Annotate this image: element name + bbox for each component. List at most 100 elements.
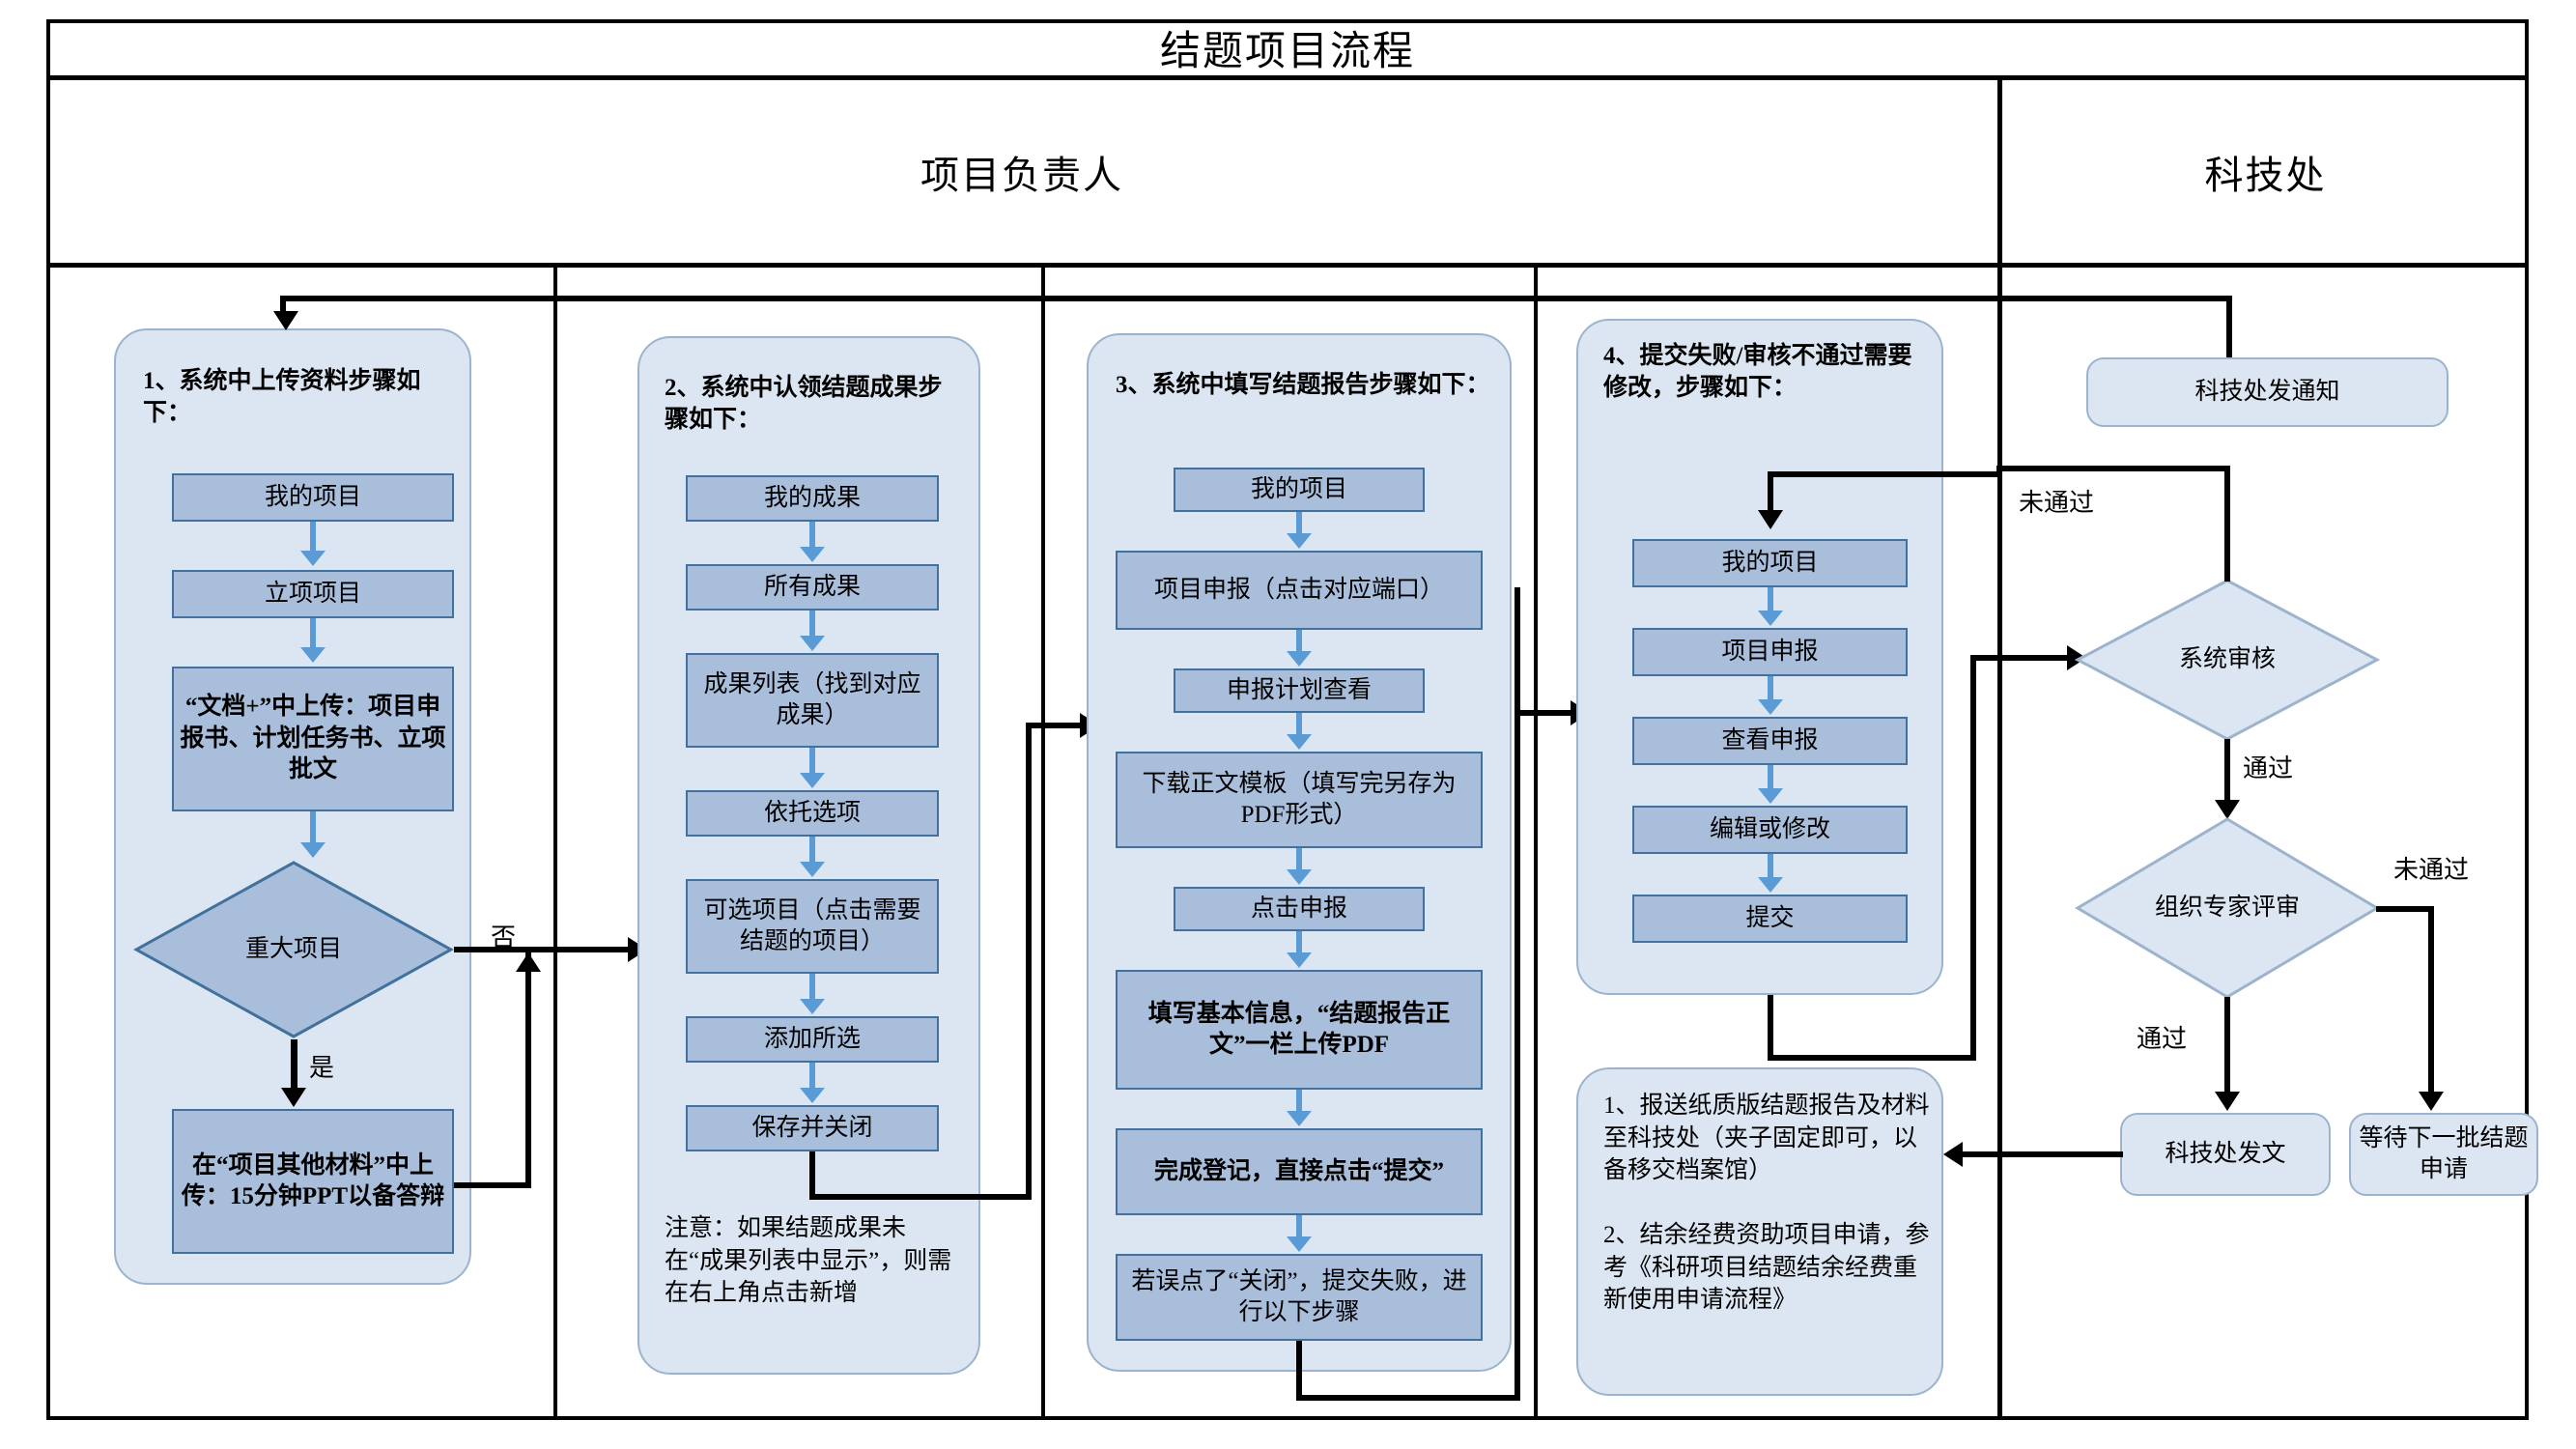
group-2-note: 注意：如果结题成果未在“成果列表中显示”，则需在右上角点击新增 xyxy=(665,1215,952,1306)
g4-step-2[interactable]: 项目申报 xyxy=(1632,628,1908,676)
g4-arrow-4 xyxy=(1632,854,1908,895)
group-1-title: 1、系统中上传资料步骤如下： xyxy=(143,368,421,426)
g3-out-v1 xyxy=(1296,1341,1302,1401)
g3-arrow-7 xyxy=(1174,1215,1425,1254)
group-3-title: 3、系统中填写结题报告步骤如下： xyxy=(1116,372,1490,398)
g4-step-5[interactable]: 提交 xyxy=(1632,895,1908,943)
er-fail-arrow xyxy=(2419,1092,2444,1111)
sr-fail-h xyxy=(1996,466,2230,471)
edge-label-fail-1: 未通过 xyxy=(2019,489,2095,517)
g1-step-3[interactable]: “文档+”中上传：项目申报书、计划任务书、立项批文 xyxy=(172,667,454,811)
g4-out-arrow xyxy=(2067,645,2086,670)
g4-in-arrow xyxy=(1758,510,1783,529)
title-band-bottom xyxy=(46,75,2529,80)
g3-out-v2 xyxy=(1514,587,1520,1401)
er-pass-v xyxy=(2224,997,2230,1101)
g3-step-5[interactable]: 点击申报 xyxy=(1174,887,1425,931)
g3-out-h1 xyxy=(1296,1395,1520,1401)
g2-step-1[interactable]: 我的成果 xyxy=(686,475,939,522)
g1-after-yes[interactable]: 在“项目其他材料”中上传：15分钟PPT以备答辩 xyxy=(172,1109,454,1254)
column-divider-3 xyxy=(1534,268,1538,1420)
g3-arrow-6 xyxy=(1174,1090,1425,1128)
g1-no-arrowhead xyxy=(516,952,541,972)
g3-arrow-4 xyxy=(1174,848,1425,887)
sr-pass-v xyxy=(2224,739,2230,809)
g4-arrow-2 xyxy=(1632,676,1908,717)
bridge-g1-to-g2-h xyxy=(529,947,636,952)
g1-no-seg-v1 xyxy=(525,947,531,1188)
lane-split-vertical xyxy=(1997,80,2002,1420)
column-divider-1 xyxy=(553,268,557,1420)
dept-decision-system-review[interactable]: 系统审核 xyxy=(2074,578,2381,742)
swimlane-frame xyxy=(46,19,2529,1420)
g2-arrow-6 xyxy=(686,1063,939,1105)
g3-arrow-5 xyxy=(1174,931,1425,970)
g3-step-7[interactable]: 完成登记，直接点击“提交” xyxy=(1116,1128,1483,1215)
g2-arrow-5 xyxy=(686,974,939,1016)
g2-step-6[interactable]: 添加所选 xyxy=(686,1016,939,1063)
g2-out-h1 xyxy=(809,1194,1032,1200)
issue-doc-back-arrow xyxy=(1943,1142,1963,1167)
dept-notice-box[interactable]: 科技处发通知 xyxy=(2086,357,2449,427)
g1-step-1[interactable]: 我的项目 xyxy=(172,473,454,522)
group-4-title: 4、提交失败/审核不通过需要修改，步骤如下： xyxy=(1603,343,1912,401)
g3-arrow-3 xyxy=(1174,713,1425,752)
er-pass-arrow xyxy=(2215,1092,2240,1111)
g4-arrow-1 xyxy=(1632,587,1908,628)
dept-notice-arrow xyxy=(273,311,298,330)
g4-out-v1 xyxy=(1768,995,1773,1061)
g2-step-2[interactable]: 所有成果 xyxy=(686,564,939,611)
sr-fail-v xyxy=(2224,466,2230,582)
g4-step-4[interactable]: 编辑或修改 xyxy=(1632,806,1908,854)
g1-arrow-1 xyxy=(172,522,454,570)
dept-expert-review-label: 组织专家评审 xyxy=(2154,895,2300,922)
g4-out-h1 xyxy=(1768,1055,1976,1061)
g3-step-6[interactable]: 填写基本信息，“结题报告正文”一栏上传PDF xyxy=(1116,970,1483,1090)
dept-notice-h xyxy=(280,296,2232,301)
dept-system-review-label: 系统审核 xyxy=(2178,646,2276,673)
g3-arrow-2 xyxy=(1174,630,1425,668)
group-5-container xyxy=(1576,1067,1943,1396)
g1-no-seg-h2 xyxy=(454,1182,531,1188)
g4-out-h2 xyxy=(1970,655,2075,661)
g1-no-seg-h1 xyxy=(454,947,531,952)
edge-label-pass-2: 通过 xyxy=(2137,1025,2188,1053)
g3-step-1[interactable]: 我的项目 xyxy=(1174,468,1425,512)
g2-arrow-4 xyxy=(686,837,939,879)
g4-step-3[interactable]: 查看申报 xyxy=(1632,717,1908,765)
lane-title-owner: 项目负责人 xyxy=(920,153,1123,197)
g3-step-2[interactable]: 项目申报（点击对应端口） xyxy=(1116,551,1483,630)
g3-step-3[interactable]: 申报计划查看 xyxy=(1174,668,1425,713)
g1-yes-arrowhead xyxy=(281,1088,306,1107)
g2-step-5[interactable]: 可选项目（点击需要结题的项目） xyxy=(686,879,939,974)
er-fail-v xyxy=(2428,906,2434,1101)
g2-step-7[interactable]: 保存并关闭 xyxy=(686,1105,939,1151)
g3-step-8[interactable]: 若误点了“关闭”，提交失败，进行以下步骤 xyxy=(1116,1254,1483,1341)
g1-arrow-2 xyxy=(172,618,454,667)
group-5-note: 1、报送纸质版结题报告及材料至科技处（夹子固定即可，以备移交档案馆） 2、结余经… xyxy=(1603,1093,1930,1313)
dept-notice-down xyxy=(280,296,286,319)
g4-in-v xyxy=(1768,471,1773,518)
lane-header-bottom xyxy=(46,263,2529,268)
sr-pass-arrow xyxy=(2215,800,2240,819)
g2-arrow-3 xyxy=(686,748,939,790)
g1-step-2[interactable]: 立项项目 xyxy=(172,570,454,618)
g4-in-h xyxy=(1768,471,1999,477)
g3-step-4[interactable]: 下载正文模板（填写完另存为PDF形式） xyxy=(1116,752,1483,848)
dept-decision-expert-review[interactable]: 组织专家评审 xyxy=(2075,816,2380,1000)
dept-issue-doc-box[interactable]: 科技处发文 xyxy=(2120,1113,2331,1196)
g1-decision-major-project[interactable]: 重大项目 xyxy=(132,860,455,1039)
diamond-shape xyxy=(132,861,455,1038)
g1-yes-stem xyxy=(291,1039,297,1095)
page-title: 结题项目流程 xyxy=(1159,29,1415,74)
issue-doc-back-h xyxy=(1963,1151,2123,1157)
g4-step-1[interactable]: 我的项目 xyxy=(1632,539,1908,587)
g2-arrow-2 xyxy=(686,611,939,653)
g2-step-4[interactable]: 依托选项 xyxy=(686,790,939,837)
edge-label-fail-2: 未通过 xyxy=(2393,856,2470,884)
dept-wait-next-box[interactable]: 等待下一批结题申请 xyxy=(2349,1113,2538,1196)
g1-arrow-3 xyxy=(172,811,454,862)
g3-out-h2 xyxy=(1514,710,1578,716)
g2-step-3[interactable]: 成果列表（找到对应成果） xyxy=(686,653,939,748)
